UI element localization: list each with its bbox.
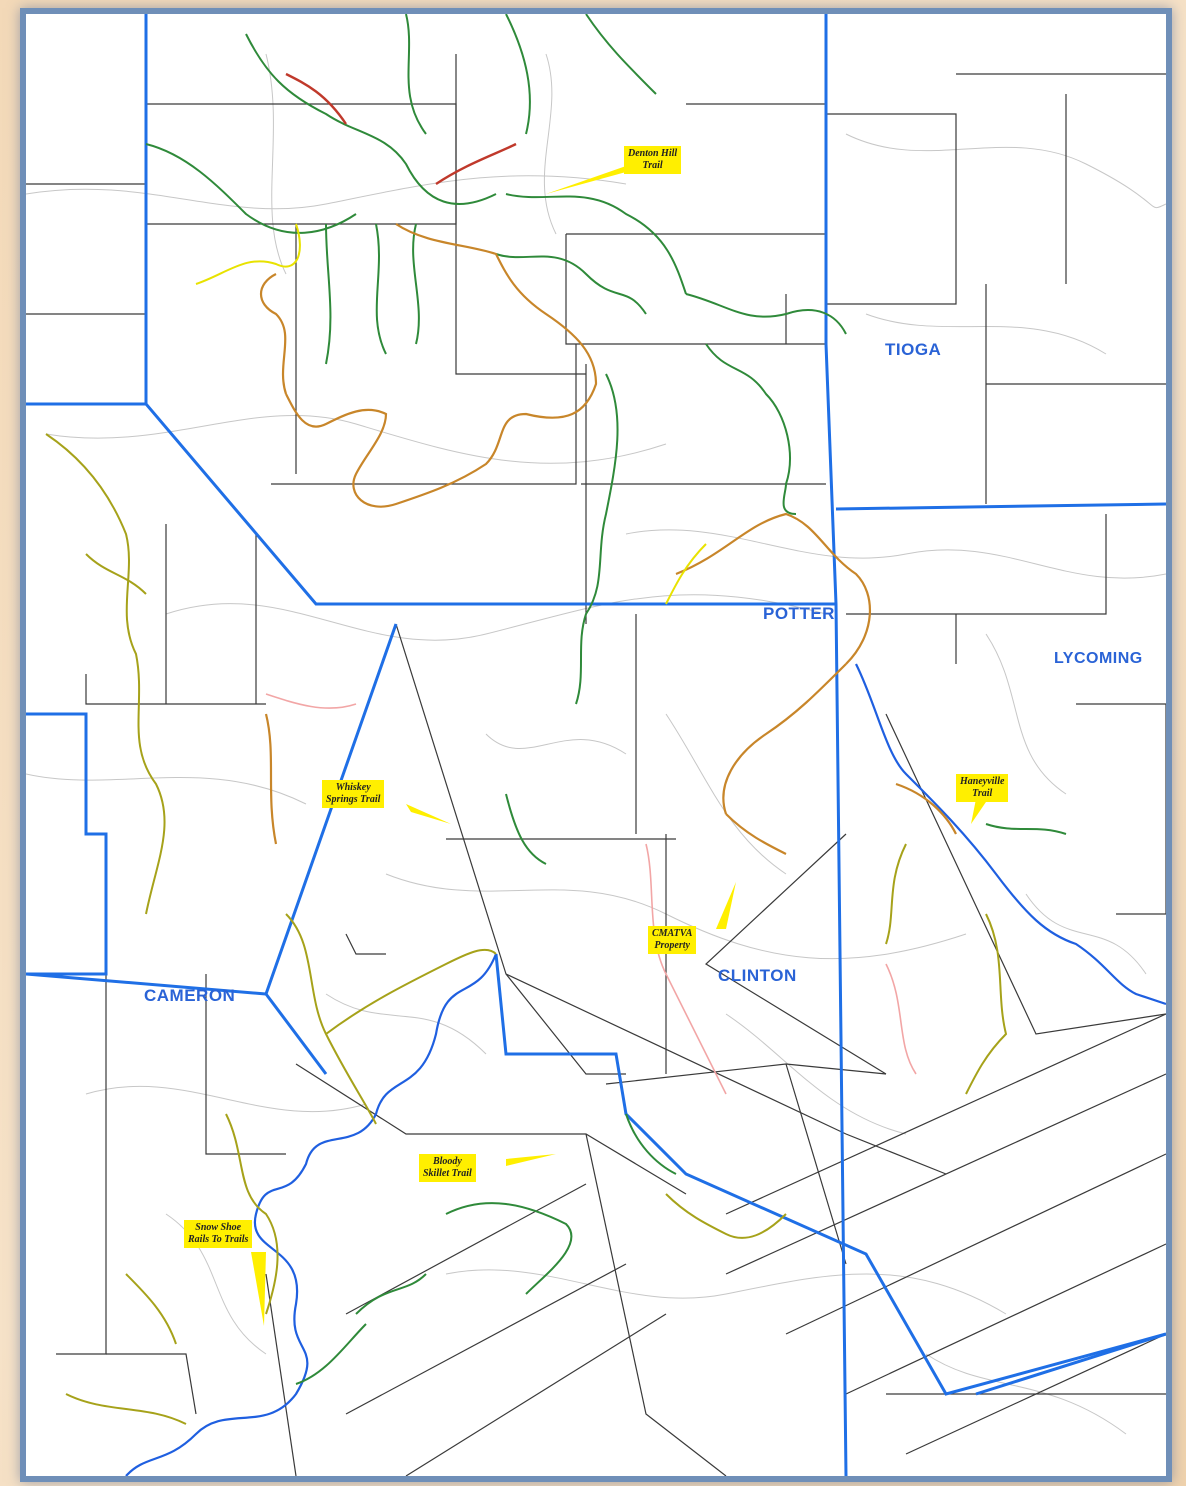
trail-label-snow-shoe[interactable]: Snow Shoe Rails To Trails [184,1220,253,1248]
county-label-potter: POTTER [763,604,835,623]
olive-trails [45,433,1008,1425]
map-frame: TIOGA POTTER LYCOMING CAMERON CLINTON De… [20,8,1172,1482]
yellow-trails [195,223,707,605]
trail-label-denton-hill[interactable]: Denton Hill Trail [624,146,682,174]
map-canvas[interactable] [26,14,1166,1476]
green-trails [145,14,1067,1385]
trail-label-bloody-skillet[interactable]: Bloody Skillet Trail [419,1154,476,1182]
county-label-lycoming: LYCOMING [1054,650,1143,667]
township-boundaries [26,54,1166,1476]
county-boundaries [26,14,1166,1476]
county-label-clinton: CLINTON [718,966,797,985]
trail-label-cmatva[interactable]: CMATVA Property [648,926,697,954]
trail-label-whiskey-springs[interactable]: Whiskey Springs Trail [322,780,385,808]
river [125,663,1166,1476]
trail-label-haneyville[interactable]: Haneyville Trail [956,774,1009,802]
county-label-cameron: CAMERON [144,986,236,1005]
red-trails [285,72,517,185]
orange-trails [260,223,957,855]
county-label-tioga: TIOGA [885,340,942,359]
pink-trails [265,693,917,1095]
